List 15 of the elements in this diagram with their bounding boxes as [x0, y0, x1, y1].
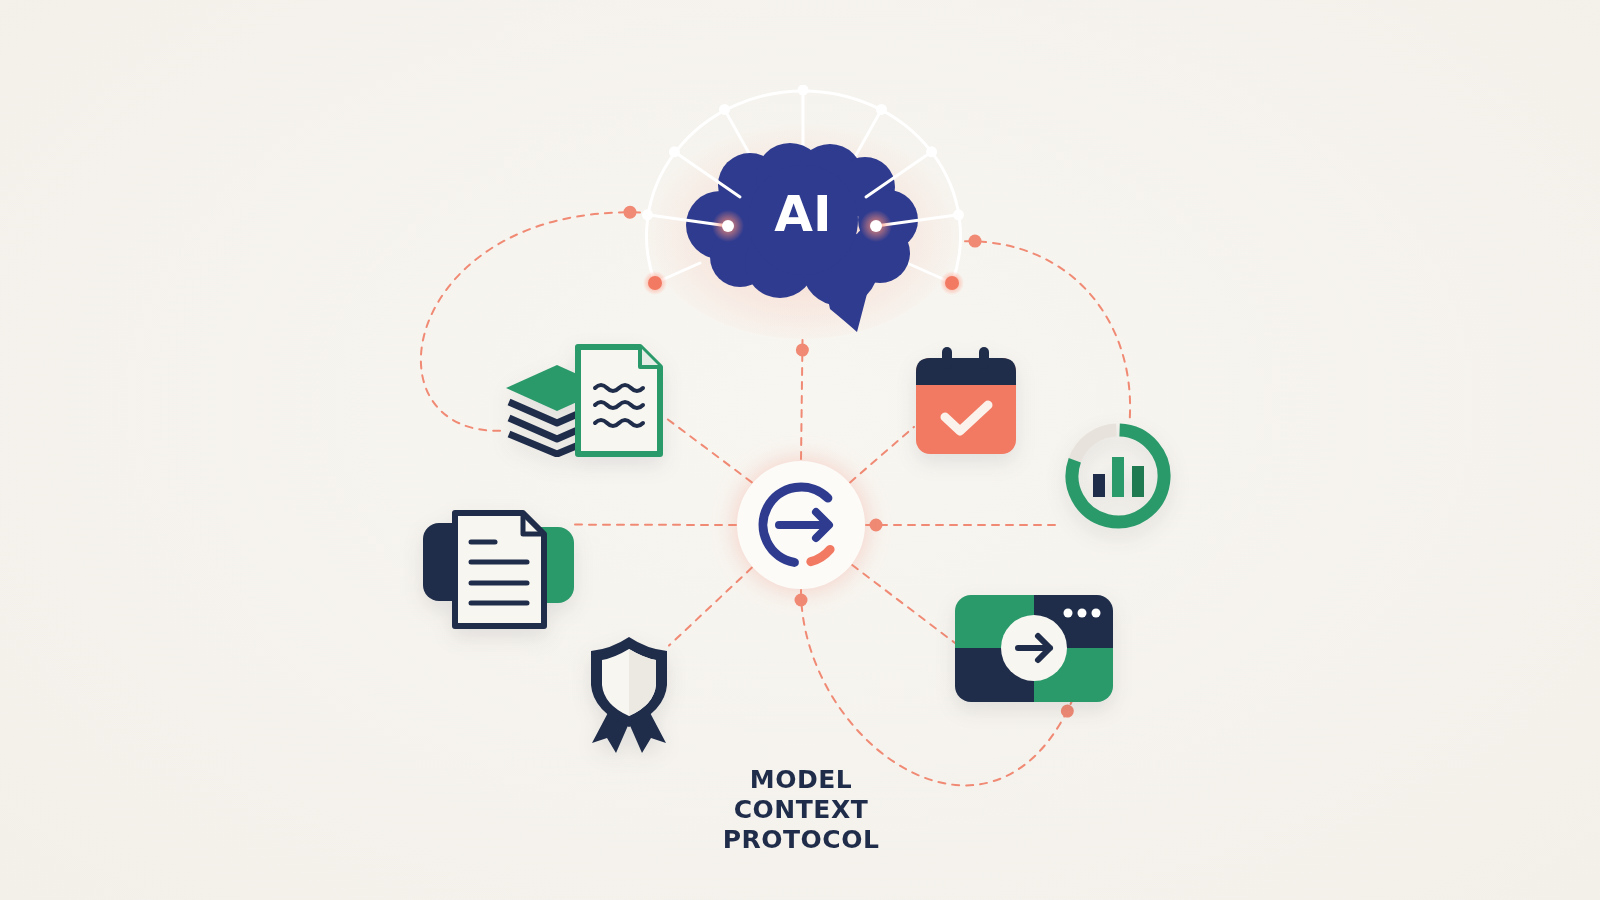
dashed-connector [964, 235, 1131, 419]
document-stack-icon [506, 344, 663, 457]
dashed-connector [795, 589, 1073, 787]
printer-icon [423, 510, 574, 630]
browser-window-icon [955, 595, 1113, 702]
dashed-connector [795, 339, 809, 461]
caption: MODEL CONTEXT PROTOCOL [722, 765, 880, 855]
dashed-connector [851, 564, 956, 644]
node-label: AI [774, 189, 832, 239]
dashed-connector [849, 425, 915, 484]
dashed-connector [668, 566, 753, 647]
dashed-connector [573, 523, 737, 526]
calendar-icon [914, 347, 1018, 456]
dashed-connector [420, 206, 641, 432]
award-badge-icon [589, 635, 669, 755]
